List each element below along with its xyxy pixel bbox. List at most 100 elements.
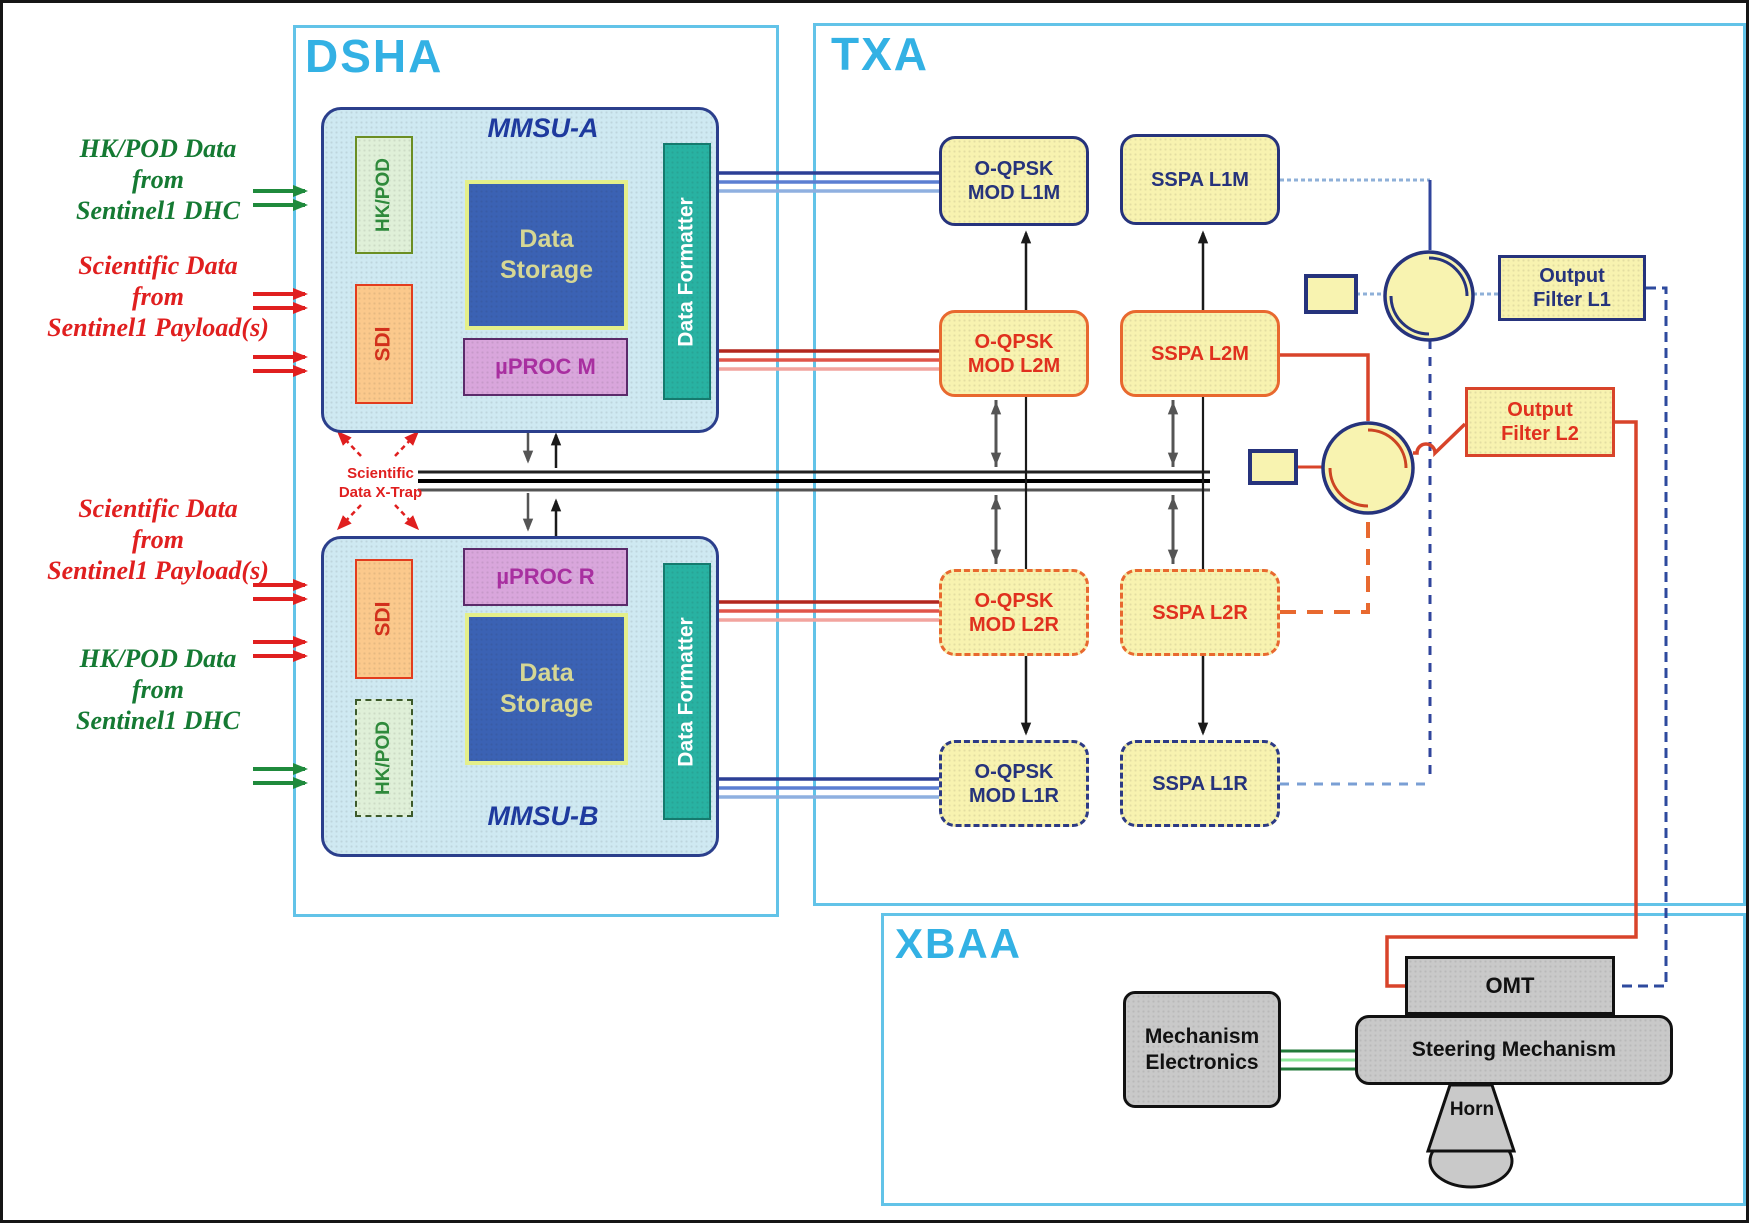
oqpsk-mod-l2r-box: O-QPSK MOD L2R bbox=[939, 569, 1089, 656]
block-label: SSPA L1R bbox=[1152, 772, 1248, 795]
block-label: MOD L1M bbox=[967, 182, 1061, 204]
l1-rf-chain bbox=[1280, 178, 1668, 988]
label-line: Scientific Data bbox=[78, 251, 238, 280]
xbaa-group-box bbox=[881, 913, 1746, 1206]
l2-rf-chain bbox=[1280, 353, 1638, 988]
termination-load-l1-icon bbox=[1304, 274, 1358, 314]
mod-column-arrows bbox=[990, 230, 1032, 736]
label-line: from bbox=[132, 282, 184, 311]
label-line: from bbox=[132, 675, 184, 704]
mmsu-a-uproc-box: µPROC M bbox=[463, 338, 628, 396]
input-label-science-a: Scientific Data from Sentinel1 Payload(s… bbox=[3, 250, 313, 343]
uproc-label: µPROC M bbox=[495, 354, 596, 379]
l1r-data-bus bbox=[711, 777, 939, 799]
storage-label: Data bbox=[519, 225, 574, 253]
block-label: O-QPSK bbox=[974, 330, 1054, 353]
circulator-l1-icon bbox=[1383, 250, 1475, 342]
mmsu-a-data-storage-box: Data Storage bbox=[465, 180, 628, 330]
output-filter-l1-box: Output Filter L1 bbox=[1498, 255, 1646, 321]
input-label-hkpod-b: HK/POD Data from Sentinel1 DHC bbox=[3, 643, 313, 736]
formatter-label: Data Formatter bbox=[675, 196, 698, 347]
label-line: Sentinel1 DHC bbox=[76, 196, 240, 225]
storage-label: Storage bbox=[499, 690, 594, 718]
horn-antenna-icon bbox=[1425, 1083, 1517, 1189]
txa-group-label: TXA bbox=[831, 28, 929, 80]
oqpsk-mod-l1r-box: O-QPSK MOD L1R bbox=[939, 740, 1089, 827]
mmsu-b-uproc-box: µPROC R bbox=[463, 548, 628, 606]
hkpod-label: HK/POD bbox=[373, 721, 394, 795]
storage-label: Data bbox=[519, 659, 574, 687]
block-label: O-QPSK bbox=[974, 589, 1054, 612]
sspa-column-arrows bbox=[1167, 230, 1209, 736]
block-label: Electronics bbox=[1145, 1050, 1259, 1074]
hkpod-label: HK/POD bbox=[373, 158, 394, 232]
hkpod-a-entry-arrows bbox=[253, 185, 308, 211]
output-filter-l2-box: Output Filter L2 bbox=[1465, 387, 1615, 457]
l2m-data-bus bbox=[711, 349, 939, 371]
oqpsk-mod-l1m-box: O-QPSK MOD L1M bbox=[939, 136, 1089, 226]
label-line: HK/POD Data bbox=[79, 644, 237, 673]
dsha-group-label: DSHA bbox=[305, 30, 444, 82]
label-line: from bbox=[132, 165, 184, 194]
label-line: Sentinel1 Payload(s) bbox=[47, 313, 269, 342]
xbaa-group-label: XBAA bbox=[895, 920, 1023, 967]
sspa-l2r-box: SSPA L2R bbox=[1120, 569, 1280, 656]
label-line: from bbox=[132, 525, 184, 554]
label-line: Sentinel1 DHC bbox=[76, 706, 240, 735]
uproc-label: µPROC R bbox=[496, 564, 595, 589]
mmsu-b-data-storage-box: Data Storage bbox=[465, 613, 628, 765]
science-a-entry-arrows bbox=[253, 288, 308, 377]
block-label: O-QPSK bbox=[974, 760, 1054, 783]
mechanism-electronics-box: Mechanism Electronics bbox=[1123, 991, 1281, 1108]
science-b-entry-arrows bbox=[253, 579, 308, 662]
mmsu-a-data-formatter-box: Data Formatter bbox=[663, 143, 711, 400]
mechanism-control-bus bbox=[1281, 1049, 1355, 1071]
block-label: Mechanism bbox=[1144, 1024, 1260, 1048]
label-line: HK/POD Data bbox=[79, 134, 237, 163]
termination-load-l2-icon bbox=[1248, 449, 1298, 485]
block-label: Output bbox=[1539, 265, 1605, 287]
mmsu-b-sdi-box: SDI bbox=[355, 559, 413, 679]
sdi-label: SDI bbox=[371, 326, 395, 362]
horn-label: Horn bbox=[1449, 1099, 1495, 1120]
formatter-label: Data Formatter bbox=[675, 616, 698, 767]
l2r-data-bus bbox=[711, 600, 939, 622]
block-label: MOD L2M bbox=[967, 354, 1061, 377]
omt-box: OMT bbox=[1405, 956, 1615, 1015]
sspa-l1r-box: SSPA L1R bbox=[1120, 740, 1280, 827]
block-label: OMT bbox=[1485, 972, 1535, 998]
l1m-data-bus bbox=[711, 171, 939, 193]
hkpod-b-entry-arrows bbox=[253, 763, 308, 789]
block-label: Filter L2 bbox=[1501, 423, 1579, 445]
mmsu-b-data-formatter-box: Data Formatter bbox=[663, 563, 711, 820]
mmsu-a-title: MMSU-A bbox=[487, 113, 599, 143]
input-label-science-b: Scientific Data from Sentinel1 Payload(s… bbox=[3, 493, 313, 586]
steering-mechanism-box: Steering Mechanism bbox=[1355, 1015, 1673, 1085]
block-label: MOD L1R bbox=[969, 784, 1059, 807]
storage-label: Storage bbox=[499, 256, 594, 284]
block-label: Steering Mechanism bbox=[1411, 1038, 1617, 1061]
circulator-l2-icon bbox=[1321, 421, 1415, 515]
block-label: MOD L2R bbox=[969, 613, 1059, 636]
sdi-label: SDI bbox=[371, 601, 395, 637]
input-label-hkpod-a: HK/POD Data from Sentinel1 DHC bbox=[3, 133, 313, 226]
block-label: O-QPSK bbox=[974, 158, 1054, 180]
txa-group-box bbox=[813, 23, 1746, 906]
block-label: Filter L1 bbox=[1533, 289, 1611, 311]
block-label: SSPA L1M bbox=[1151, 168, 1249, 191]
label-line: Data X-Trap bbox=[338, 484, 423, 501]
block-label: SSPA L2M bbox=[1151, 342, 1249, 365]
mmsu-a-hkpod-box: HK/POD bbox=[355, 136, 413, 254]
sspa-l2m-box: SSPA L2M bbox=[1120, 310, 1280, 397]
block-label: SSPA L2R bbox=[1152, 601, 1248, 624]
sspa-l1m-box: SSPA L1M bbox=[1120, 134, 1280, 225]
label-line: Sentinel1 Payload(s) bbox=[47, 556, 269, 585]
cross-strap-bus bbox=[418, 470, 1210, 492]
mmsu-b-hkpod-box: HK/POD bbox=[355, 699, 413, 817]
oqpsk-mod-l2m-box: O-QPSK MOD L2M bbox=[939, 310, 1089, 397]
xtrap-label: Scientific Data X-Trap bbox=[303, 464, 458, 502]
mmsu-b-title: MMSU-B bbox=[487, 801, 599, 831]
label-line: Scientific bbox=[347, 465, 414, 482]
block-label: Output bbox=[1507, 399, 1573, 421]
